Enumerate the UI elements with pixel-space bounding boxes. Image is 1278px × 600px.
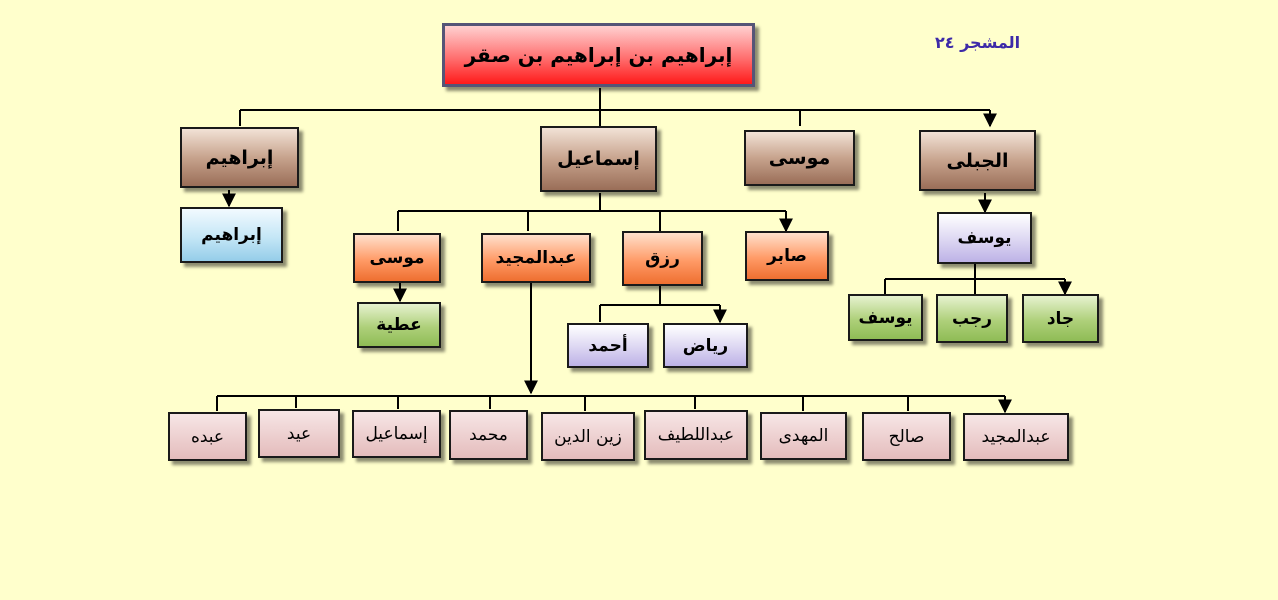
node-almahdi: المهدى [760, 412, 847, 460]
node-ismail-son: إسماعيل [352, 410, 441, 458]
node-eid: عيد [258, 409, 340, 458]
node-musa-son: موسى [353, 233, 441, 283]
node-rizq: رزق [622, 231, 703, 286]
node-bottom-abdulmajeed: عبدالمجيد [963, 413, 1069, 461]
node-atiyya: عطية [357, 302, 441, 348]
node-ibrahim: إبراهيم [180, 127, 299, 188]
connector-root-gen1 [239, 88, 990, 126]
node-mohammad: محمد [449, 410, 528, 460]
connector-rizq-children [599, 286, 720, 322]
node-ismail: إسماعيل [540, 126, 657, 192]
node-ahmad: أحمد [567, 323, 649, 368]
connector-yusuf-children [884, 264, 1065, 294]
node-zeinaldin: زين الدين [541, 412, 635, 461]
node-abdo: عبده [168, 412, 247, 461]
connector-abdulmajeed-children [216, 395, 1005, 412]
node-abdullatif: عبداللطيف [644, 410, 748, 460]
node-jad: جاد [1022, 294, 1099, 343]
root-node: إبراهيم بن إبراهيم بن صقر [442, 23, 755, 87]
node-musa: موسى [744, 130, 855, 186]
node-saber: صابر [745, 231, 829, 281]
node-riyad: رياض [663, 323, 748, 368]
node-saleh: صالح [862, 412, 951, 461]
node-aljabali: الجبلى [919, 130, 1036, 191]
page-label: المشجر ٢٤ [935, 33, 1021, 52]
node-ibrahim-child: إبراهيم [180, 207, 283, 263]
node-yusuf-child: يوسف [848, 294, 923, 341]
node-yusuf-parent: يوسف [937, 212, 1032, 264]
node-abdulmajeed: عبدالمجيد [481, 233, 591, 283]
connector-ismail-children [397, 193, 786, 231]
node-rajab: رجب [936, 294, 1008, 343]
